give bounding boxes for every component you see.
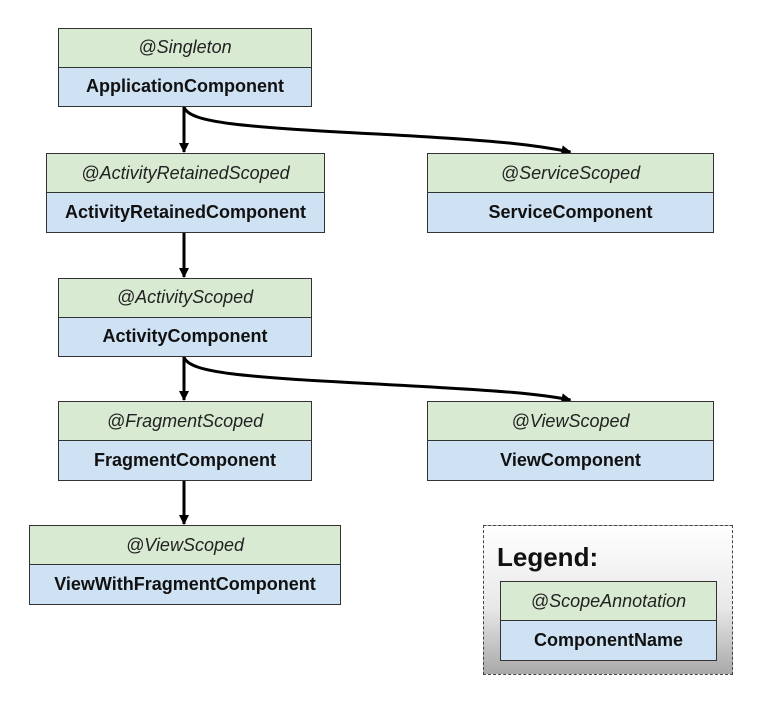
scope-annotation: @Singleton	[59, 29, 311, 68]
view-with-fragment-component-node: @ViewScoped ViewWithFragmentComponent	[29, 525, 341, 605]
component-name: ViewWithFragmentComponent	[30, 565, 340, 604]
scope-annotation: @ActivityRetainedScoped	[47, 154, 324, 193]
edge-activity-to-view	[182, 356, 572, 404]
fragment-component-node: @FragmentScoped FragmentComponent	[58, 401, 312, 481]
scope-annotation: @ActivityScoped	[59, 279, 311, 318]
component-name: FragmentComponent	[59, 441, 311, 480]
component-name: ActivityRetainedComponent	[47, 193, 324, 232]
activity-component-node: @ActivityScoped ActivityComponent	[58, 278, 312, 357]
view-component-node: @ViewScoped ViewComponent	[427, 401, 714, 481]
edge-application-to-service	[182, 106, 572, 156]
legend-title: Legend:	[497, 542, 599, 572]
legend-scope-annotation: @ScopeAnnotation	[501, 582, 716, 621]
application-component-node: @Singleton ApplicationComponent	[58, 28, 312, 107]
legend-component-name: ComponentName	[501, 621, 716, 660]
component-name: ActivityComponent	[59, 317, 311, 356]
component-name: ServiceComponent	[428, 193, 713, 232]
scope-annotation: @ViewScoped	[30, 526, 340, 565]
activity-retained-component-node: @ActivityRetainedScoped ActivityRetained…	[46, 153, 325, 233]
service-component-node: @ServiceScoped ServiceComponent	[427, 153, 714, 233]
legend-example-node: @ScopeAnnotation ComponentName	[500, 581, 717, 661]
component-name: ViewComponent	[428, 441, 713, 480]
scope-annotation: @FragmentScoped	[59, 402, 311, 441]
scope-annotation: @ViewScoped	[428, 402, 713, 441]
component-name: ApplicationComponent	[59, 67, 311, 106]
scope-annotation: @ServiceScoped	[428, 154, 713, 193]
legend-box: Legend: @ScopeAnnotation ComponentName	[483, 525, 733, 675]
